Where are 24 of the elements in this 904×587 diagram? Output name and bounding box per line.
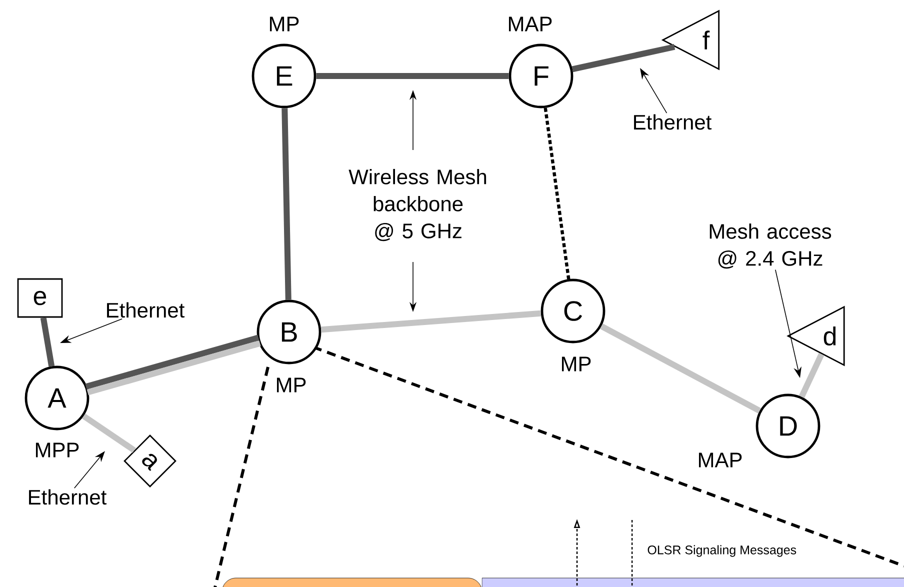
annotation-text: OLSR Signaling Messages [646,544,798,558]
link-line [85,334,260,390]
link-line [86,340,261,396]
callout-text: Ethernet [107,302,185,318]
node-caption: MPP [36,442,79,458]
link-line [316,73,509,79]
link-line [798,352,824,398]
callout-text: Ethernet [29,489,107,505]
callout-text: Ethernet [634,114,712,130]
link-line [282,108,292,300]
node-caption: MAP [698,452,742,468]
link-line [572,44,676,72]
annotation-text: Wireless Mesh backbone @ 5 GHz [341,166,495,244]
node-caption: MP [276,378,306,392]
callout-text: Mesh access @ 2.4 GHz [710,223,832,269]
link-line [600,324,762,414]
link-line [320,310,542,333]
node-caption: MAP [508,16,552,32]
station-box: e [17,278,63,318]
link-line [544,108,570,280]
node-caption: MP [562,356,591,372]
link-line [82,414,136,453]
link-line [40,317,55,367]
node-caption: MP [270,16,299,32]
